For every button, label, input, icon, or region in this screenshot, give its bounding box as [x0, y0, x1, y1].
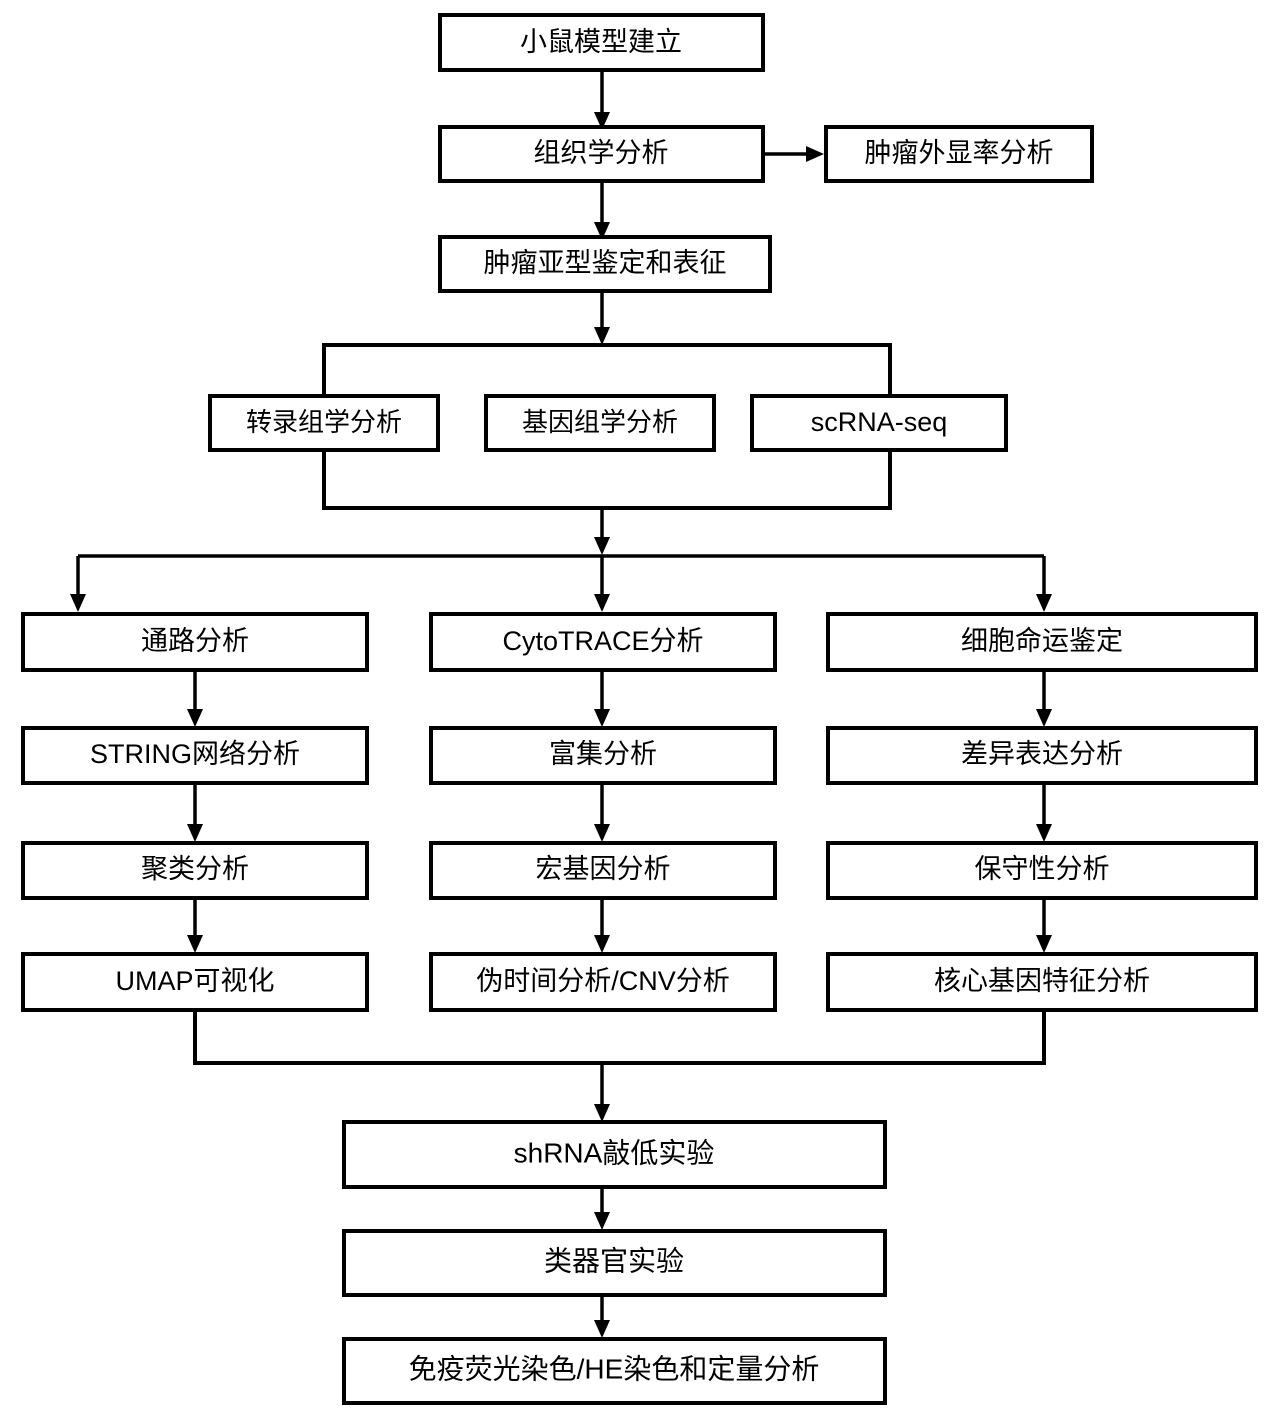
node-staining-quantification-label: 免疫荧光染色/HE染色和定量分析	[409, 1353, 820, 1384]
node-umap-label: UMAP可视化	[115, 966, 274, 996]
node-mouse-model[interactable]: 小鼠模型建立	[438, 13, 765, 72]
node-core-gene-signature-label: 核心基因特征分析	[934, 966, 1150, 996]
connector-differential-to-conservation	[1036, 782, 1052, 842]
node-umap[interactable]: UMAP可视化	[21, 952, 369, 1012]
node-cell-fate[interactable]: 细胞命运鉴定	[826, 612, 1258, 672]
node-clustering[interactable]: 聚类分析	[21, 841, 369, 900]
node-scrna-seq[interactable]: scRNA-seq	[750, 394, 1008, 452]
node-conservation-label: 保守性分析	[975, 854, 1110, 884]
connector-pathway-to-string	[187, 670, 203, 727]
columns-merge-bracket	[193, 1008, 1046, 1122]
node-differential-expression-label: 差异表达分析	[961, 739, 1123, 769]
node-conservation[interactable]: 保守性分析	[826, 841, 1258, 900]
connector-clustering-to-umap	[187, 897, 203, 953]
connector-shrna-to-organoid	[594, 1187, 610, 1230]
connector-mouse-model-to-histology	[594, 70, 610, 130]
connector-cellfate-to-differential	[1036, 670, 1052, 727]
node-histology[interactable]: 组织学分析	[438, 125, 765, 183]
node-metagene[interactable]: 宏基因分析	[429, 841, 777, 900]
node-cell-fate-label: 细胞命运鉴定	[961, 626, 1123, 656]
node-tumor-subtype-label: 肿瘤亚型鉴定和表征	[484, 248, 727, 278]
connector-subtype-to-omics	[594, 291, 610, 345]
connector-conservation-to-coregene	[1036, 897, 1052, 953]
node-transcriptomics[interactable]: 转录组学分析	[208, 394, 440, 452]
connector-histology-to-subtype	[594, 181, 610, 240]
connector-organoid-to-staining	[594, 1295, 610, 1338]
node-genomics-label: 基因组学分析	[522, 407, 678, 437]
node-staining-quantification[interactable]: 免疫荧光染色/HE染色和定量分析	[342, 1337, 887, 1405]
node-clustering-label: 聚类分析	[141, 854, 249, 884]
node-enrichment-label: 富集分析	[549, 739, 657, 769]
node-pseudotime-cnv[interactable]: 伪时间分析/CNV分析	[429, 952, 777, 1012]
node-pathway-analysis-label: 通路分析	[141, 626, 249, 656]
node-cytotrace-label: CytoTRACE分析	[502, 626, 703, 656]
node-tumor-penetrance-label: 肿瘤外显率分析	[865, 138, 1054, 168]
node-organoid-experiment[interactable]: 类器官实验	[342, 1229, 887, 1297]
node-tumor-subtype[interactable]: 肿瘤亚型鉴定和表征	[438, 235, 772, 293]
node-shrna-knockdown-label: shRNA敲低实验	[514, 1137, 715, 1168]
node-genomics[interactable]: 基因组学分析	[484, 394, 716, 452]
node-enrichment[interactable]: 富集分析	[429, 726, 777, 785]
node-string-network[interactable]: STRING网络分析	[21, 726, 369, 785]
node-tumor-penetrance[interactable]: 肿瘤外显率分析	[824, 125, 1094, 183]
node-organoid-experiment-label: 类器官实验	[544, 1245, 684, 1276]
node-core-gene-signature[interactable]: 核心基因特征分析	[826, 952, 1258, 1012]
node-transcriptomics-label: 转录组学分析	[246, 407, 402, 437]
node-shrna-knockdown[interactable]: shRNA敲低实验	[342, 1120, 887, 1189]
node-scrna-seq-label: scRNA-seq	[811, 407, 948, 437]
node-mouse-model-label: 小鼠模型建立	[520, 27, 682, 57]
connector-enrichment-to-metagene	[594, 782, 610, 842]
node-string-network-label: STRING网络分析	[90, 739, 300, 769]
connector-histology-to-penetrance	[763, 146, 824, 162]
node-pathway-analysis[interactable]: 通路分析	[21, 612, 369, 672]
node-histology-label: 组织学分析	[534, 138, 669, 168]
connector-cytotrace-to-enrichment	[594, 670, 610, 727]
node-differential-expression[interactable]: 差异表达分析	[826, 726, 1258, 785]
node-cytotrace[interactable]: CytoTRACE分析	[429, 612, 777, 672]
connector-string-to-clustering	[187, 782, 203, 842]
connector-omics-to-columns	[70, 508, 1052, 612]
node-pseudotime-cnv-label: 伪时间分析/CNV分析	[476, 966, 730, 996]
node-metagene-label: 宏基因分析	[536, 854, 671, 884]
connector-metagene-to-pseudotime	[594, 897, 610, 953]
